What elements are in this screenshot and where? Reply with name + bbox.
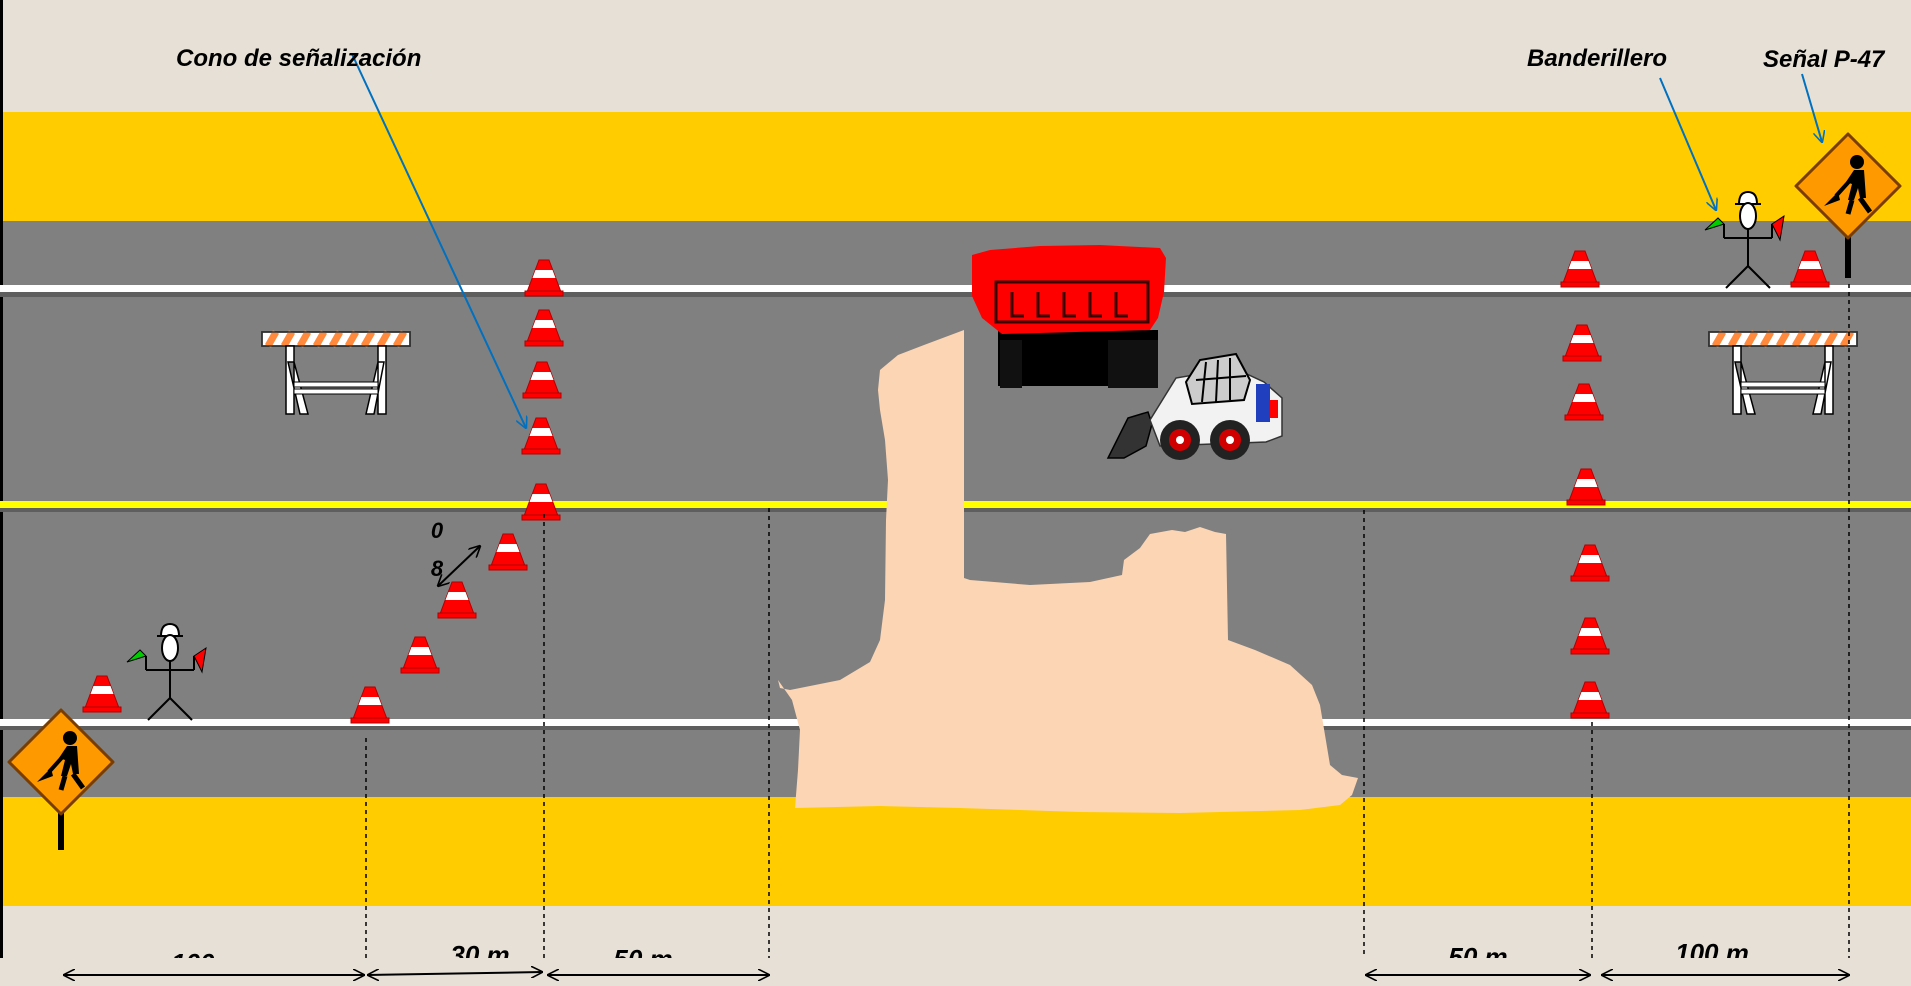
lane-line-top [0, 285, 1911, 292]
leader-lines [351, 53, 1822, 428]
dimension-extension-lines [365, 284, 1850, 986]
sign-label: Señal P-47 [1763, 46, 1886, 73]
road-work-sign-icon [9, 710, 113, 850]
angle-label-top: 0 [431, 518, 444, 543]
lane-line-top-shadow [0, 292, 1911, 297]
skid-steer-loader-icon [1106, 352, 1283, 460]
label-crop-mask [0, 958, 1911, 986]
left-border [0, 0, 3, 986]
cone-leader-arrow [351, 53, 526, 428]
dimension-arrows [64, 972, 1849, 975]
flagger-label: Banderillero [1527, 45, 1667, 72]
dump-truck-icon [972, 245, 1166, 388]
upper-shoulder [0, 112, 1911, 221]
cone-label: Cono de señalización [176, 45, 421, 72]
dimension-arrow [368, 972, 542, 975]
taper-angle-arrow [438, 546, 480, 586]
excavation-area [778, 330, 1358, 813]
angle-label-bottom: 8 [431, 556, 444, 581]
road-work-sign-icon [1796, 134, 1900, 278]
flagger-leader-arrow [1659, 77, 1716, 210]
lower-shoulder [0, 797, 1911, 906]
sign-leader-arrow [1801, 73, 1822, 142]
